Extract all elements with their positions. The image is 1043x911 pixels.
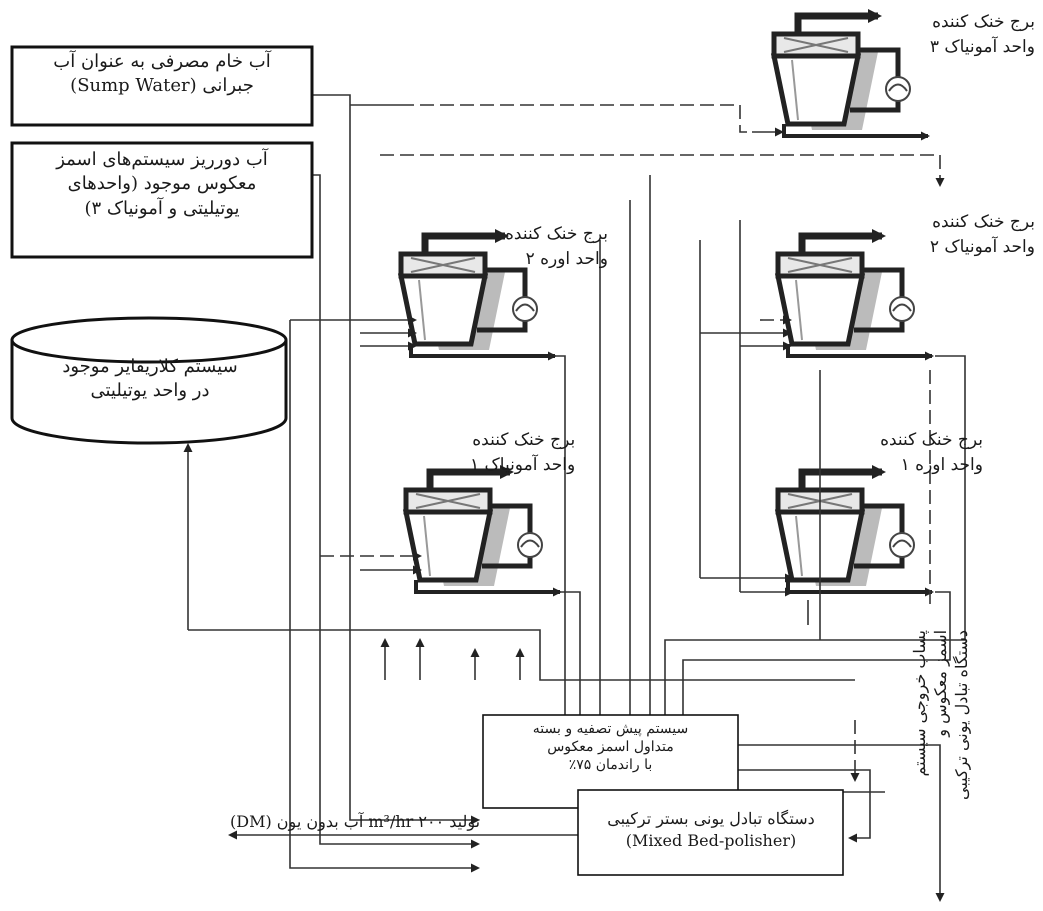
mixed-bed-box [577,789,844,876]
sump-water-lines [310,94,752,825]
effluent-label: پساب خروجی سیستم اسمز معکوس و دستگاه تبا… [910,629,971,800]
dm-output-label: تولید ۲۰۰ m³/hr آب بدون یون (DM) [230,812,481,831]
pretreatment-label: سیستم پیش تصفیه و بسته متداول اسمز معکوس… [532,721,689,774]
ro-reject-box [10,141,314,259]
mixed-bed-label: دستگاه تبادل یونی بستر ترکیبی (Mixed Bed… [607,809,815,850]
tower-urea1-label: برج خنک کننده واحد اوره ۱ [880,430,983,475]
sump-water-label: آب خام مصرفی به عنوان آب جبرانی (Sump Wa… [53,51,271,97]
tower-ammonia1-label: برج خنک کننده واحد آمونیاک ۱ [470,430,576,475]
tower-urea1-icon [778,472,932,592]
clarifier-cylinder [10,316,288,445]
ro-reject-label: آب دورریز سیستم‌های اسمز معکوس موجود (وا… [56,149,268,219]
tower-urea2-label: برج خنک کننده واحد اوره ۲ [505,224,608,269]
tower-ammonia1-icon [406,472,560,592]
tower-ammonia2-label: برج خنک کننده واحد آمونیاک ۲ [929,212,1035,257]
clarifier-return-line [183,370,855,681]
clarifier-label: سیستم کلاریفایر موجود در واحد یوتیلیتی [62,356,238,402]
tower-ammonia2-icon [778,236,932,356]
blowdown-lines [555,355,966,737]
tower-ammonia3-icon [774,16,928,136]
tower-feed-lines [290,127,794,597]
ro-reject-lines [289,154,945,873]
sump-water-box [10,45,314,127]
tower-ammonia3-label: برج خنک کننده واحد آمونیاک ۳ [929,12,1035,57]
